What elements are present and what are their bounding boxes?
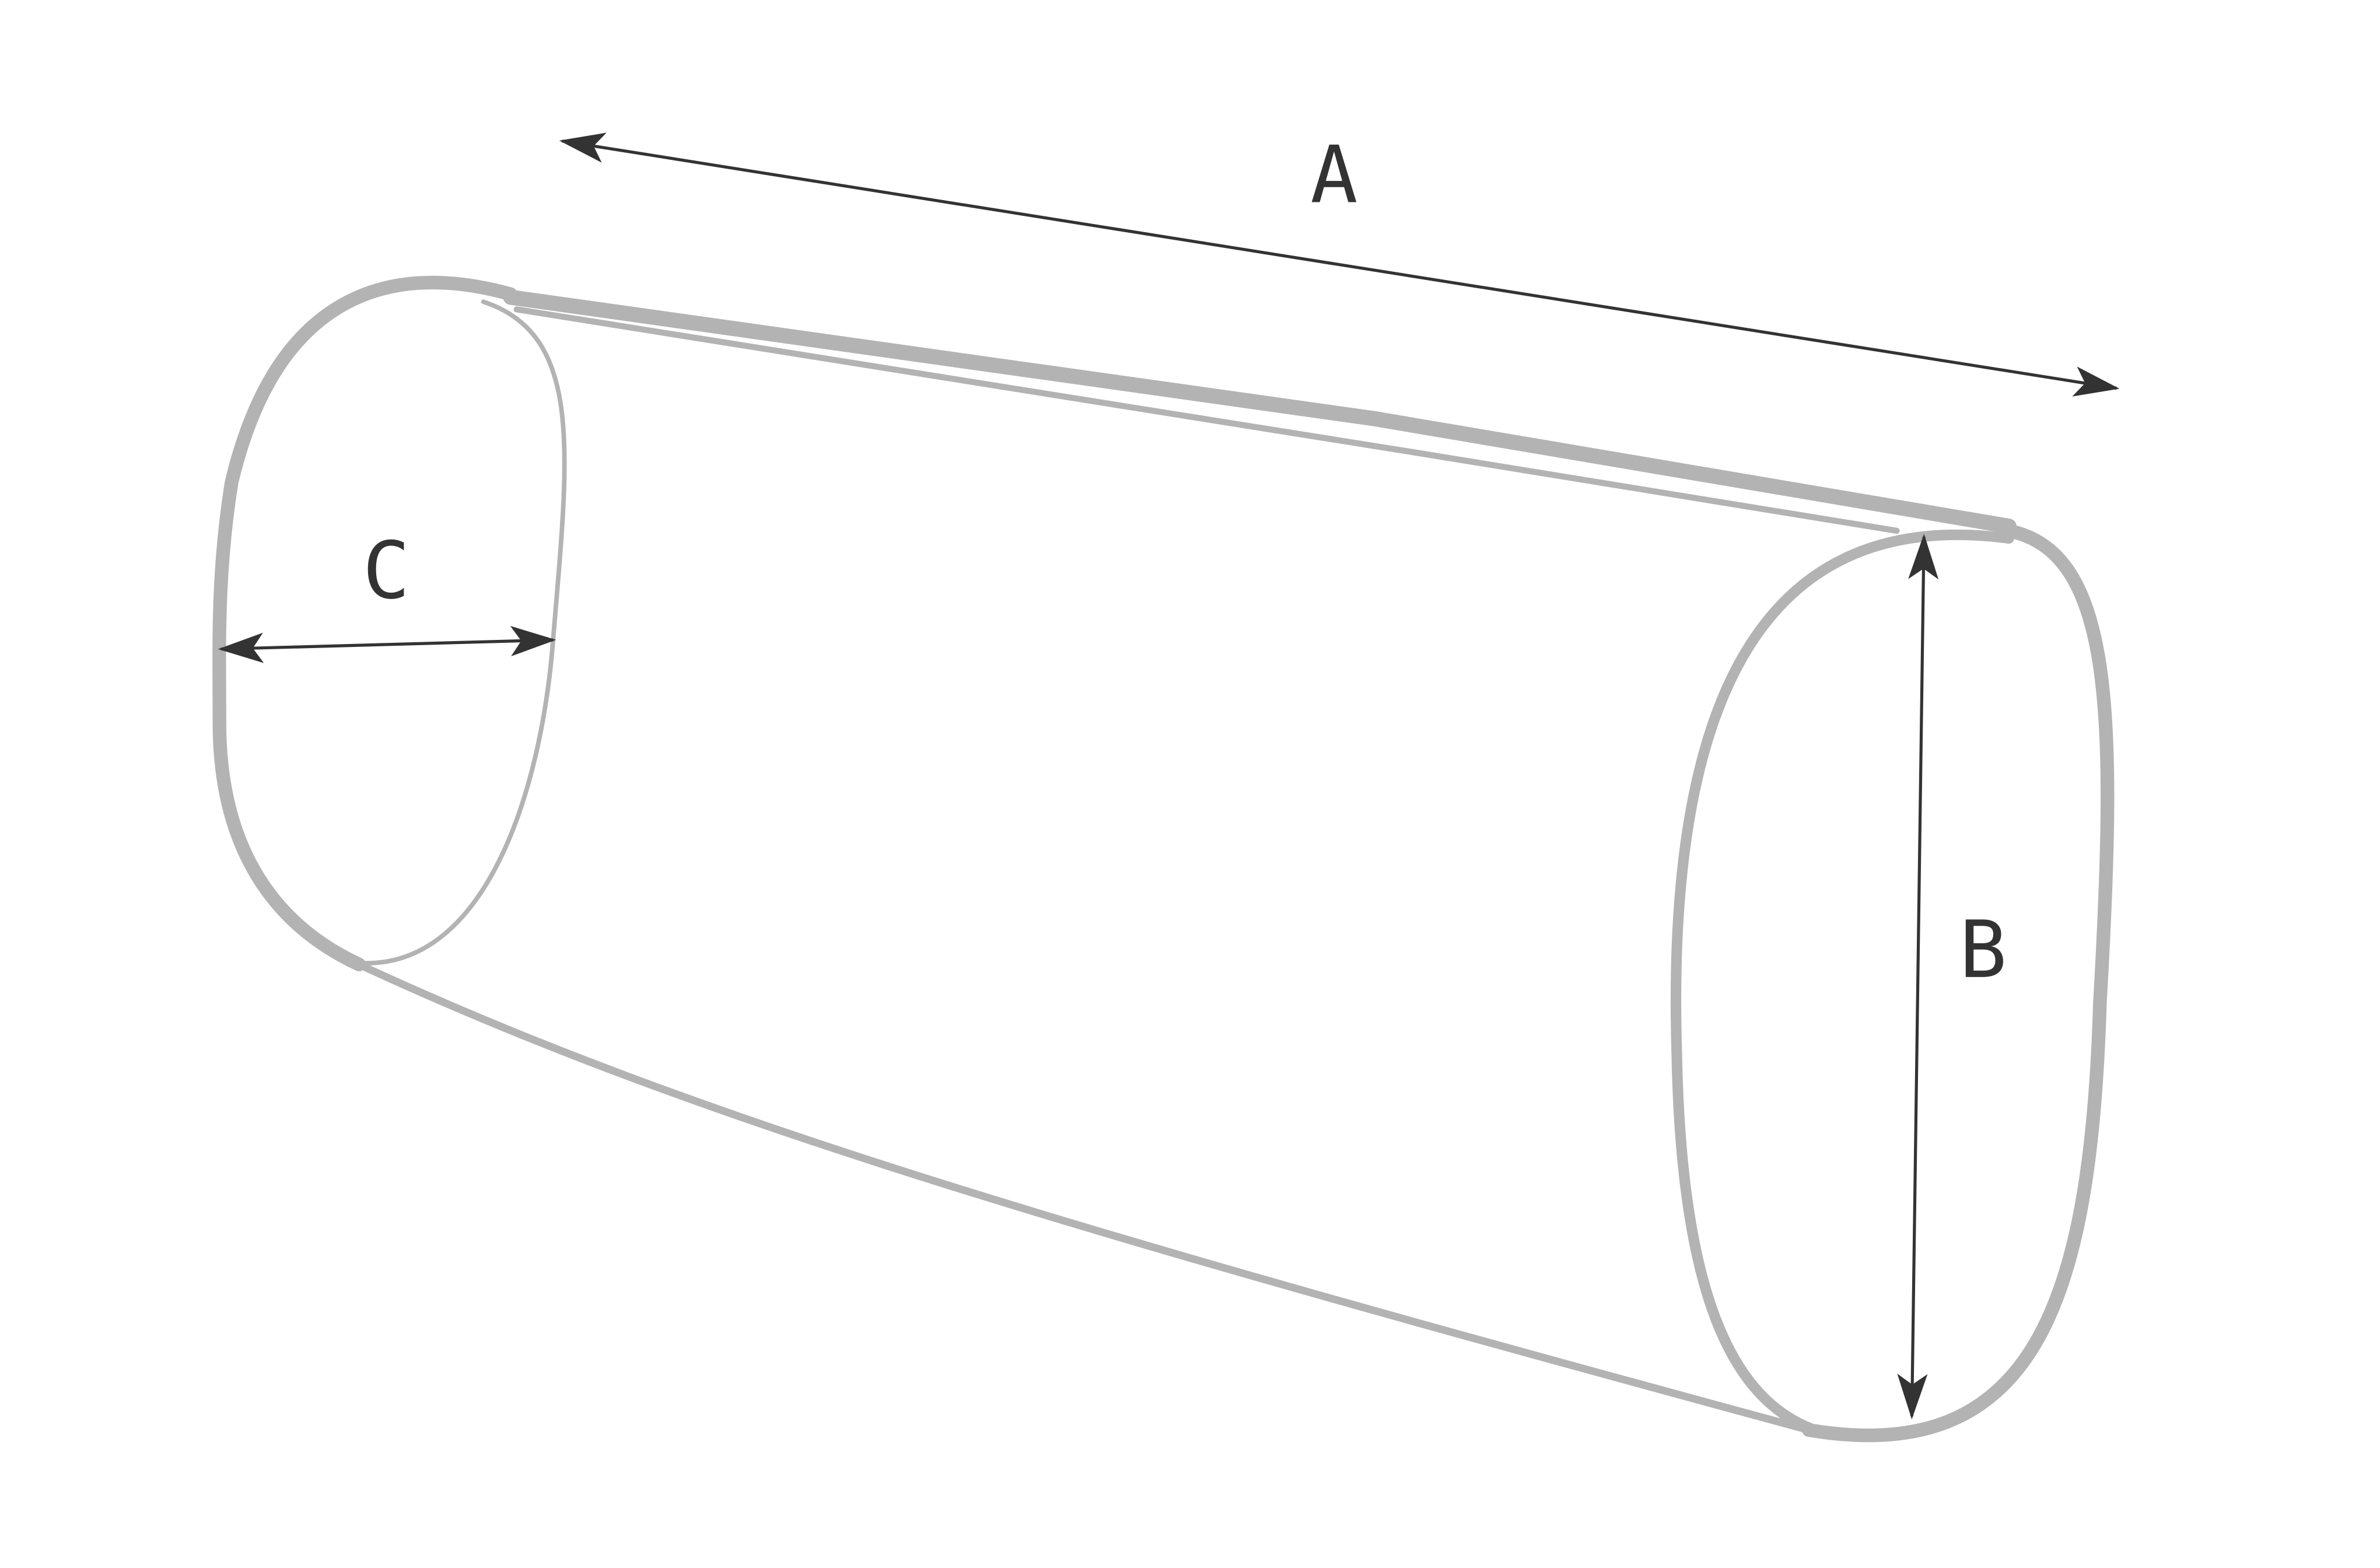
left-end-outer-curve: [212, 275, 518, 972]
top-edge-inner: [513, 306, 1900, 534]
dimension-b-label: B: [1959, 904, 2007, 996]
right-end-inner-curve: [1670, 529, 2014, 1436]
top-edge: [503, 289, 2017, 534]
dimension-b-arrow: [1897, 534, 1939, 1420]
dimension-labels: A B C: [363, 129, 2007, 995]
right-end-outer-curve: [1801, 524, 2115, 1443]
left-end-inner-curve: [356, 299, 567, 965]
dimension-a-label: A: [1310, 129, 1357, 220]
dimension-c-label: C: [363, 525, 410, 617]
dimension-a-arrow: [559, 132, 2120, 397]
dimension-lines: [218, 132, 2120, 1420]
bolster-outline: [212, 275, 2115, 1443]
dimension-c-arrow: [218, 626, 556, 663]
bottom-edge: [355, 960, 1813, 1434]
